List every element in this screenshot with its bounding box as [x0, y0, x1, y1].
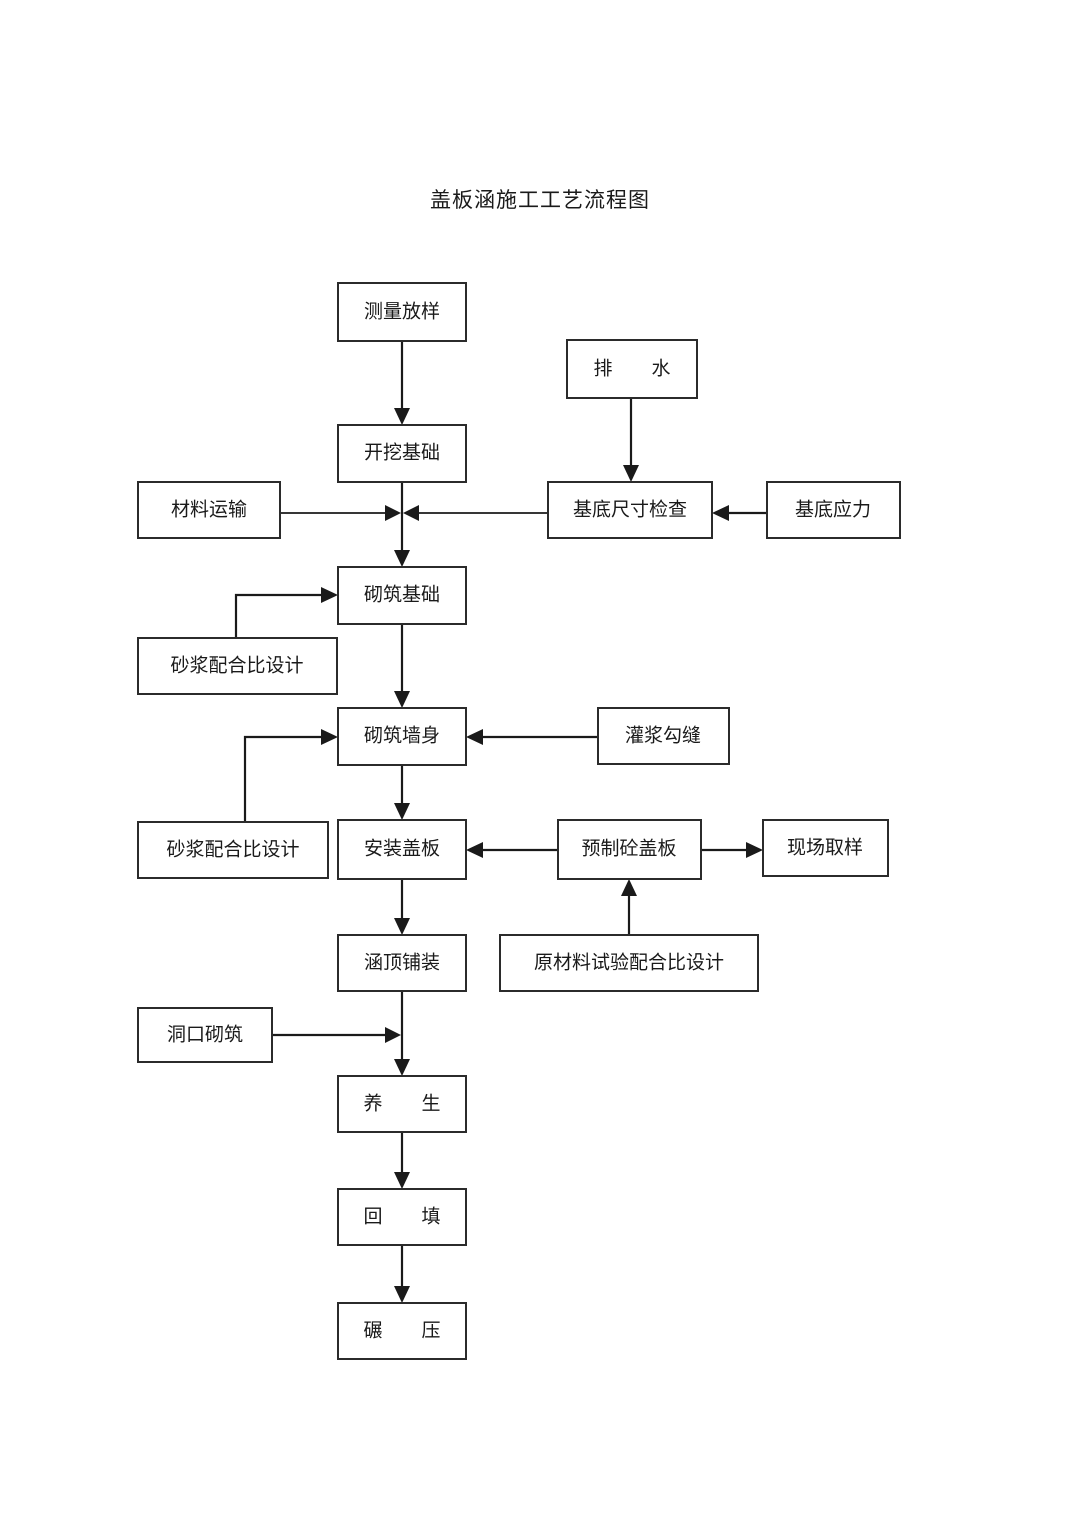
edge-guanjianggoufeng-to-qizhuqiangshen — [466, 729, 598, 745]
edge-shajiangpeihebisheji2-to-qizhuqiangshen — [243, 729, 338, 822]
node-jidichicunjiancha[interactable]: 基底尺寸检查 — [547, 481, 713, 539]
node-yangsheng[interactable]: 养 生 — [337, 1075, 467, 1133]
node-label: 基底应力 — [795, 498, 871, 520]
edge-hendingpuzhuang-to-yangsheng — [394, 991, 410, 1076]
node-paishui[interactable]: 排 水 — [566, 339, 698, 399]
node-xianchangquyang[interactable]: 现场取样 — [762, 819, 889, 877]
node-label: 开挖基础 — [364, 441, 440, 463]
node-anzhuanggaiban[interactable]: 安装盖板 — [337, 819, 467, 880]
edge-yuancailiaoshiyan-to-yuzhitonggaiban — [621, 879, 637, 935]
node-cailiaoyunshu[interactable]: 材料运输 — [137, 481, 281, 539]
node-kaiwajichu[interactable]: 开挖基础 — [337, 424, 467, 483]
node-label: 原材料试验配合比设计 — [534, 951, 724, 973]
node-label: 安装盖板 — [364, 837, 440, 859]
node-hendingpuzhuang[interactable]: 涵顶铺装 — [337, 934, 467, 992]
node-guanjianggoufeng[interactable]: 灌浆勾缝 — [597, 707, 730, 765]
node-jidiyingli[interactable]: 基底应力 — [766, 481, 901, 539]
connector-layer — [234, 341, 767, 1303]
node-label: 预制砼盖板 — [581, 837, 676, 859]
node-nianya[interactable]: 碾 压 — [337, 1302, 467, 1360]
node-huitian[interactable]: 回 填 — [337, 1188, 467, 1246]
node-label: 砌筑基础 — [364, 583, 440, 605]
node-shajiangpeihebisheji-1[interactable]: 砂浆配合比设计 — [137, 637, 338, 695]
edge-anzhuanggaiban-to-hendingpuzhuang — [394, 879, 410, 935]
node-label: 砂浆配合比设计 — [170, 654, 303, 676]
edge-kaiwajichu-to-qizhujichu — [394, 482, 410, 567]
node-ceilangfangyang[interactable]: 测量放样 — [337, 282, 467, 342]
node-label: 灌浆勾缝 — [625, 724, 701, 746]
edge-shajiangpeihebisheji-to-qizhujichu — [234, 587, 338, 638]
node-label: 养 生 — [363, 1092, 450, 1114]
node-label: 砂浆配合比设计 — [166, 838, 299, 860]
node-label: 洞口砌筑 — [167, 1023, 243, 1045]
edge-yuzhitonggaiban-to-xianchangquyang — [701, 842, 763, 858]
edge-ceilangfangyang-to-kaiwajichu — [394, 341, 410, 425]
node-yuzhitonggaiban[interactable]: 预制砼盖板 — [557, 819, 702, 880]
node-label: 碾 压 — [363, 1320, 450, 1341]
node-qizhuqiangshen[interactable]: 砌筑墙身 — [337, 707, 467, 766]
node-label: 现场取样 — [787, 836, 863, 858]
edge-yangsheng-to-huitian — [394, 1132, 410, 1189]
edge-cailiaoyunshu-to-junction — [280, 505, 401, 521]
edge-yuzhitonggaiban-to-anzhuanggaiban — [466, 842, 558, 858]
node-shajiangpeihebisheji-2[interactable]: 砂浆配合比设计 — [137, 821, 329, 879]
node-label: 基底尺寸检查 — [573, 498, 687, 520]
node-layer: 测量放样 排 水 开挖基础 材料运输 基底尺寸检查 基底应力 — [137, 282, 901, 1360]
edge-huitian-to-nianya — [394, 1245, 410, 1303]
edge-qizhujichu-to-qizhuqiangshen — [394, 624, 410, 708]
edge-paishui-to-jidichicunjiancha — [623, 398, 639, 482]
node-yuancailiaoshiyanpeihebisheji[interactable]: 原材料试验配合比设计 — [499, 934, 759, 992]
edge-jidichicunjiancha-to-junction — [403, 505, 548, 521]
edge-dongkouqizhu-to-trunk — [272, 1027, 401, 1043]
node-label: 回 填 — [363, 1205, 450, 1227]
node-qizhujichu[interactable]: 砌筑基础 — [337, 566, 467, 625]
edge-qizhuqiangshen-to-anzhuanggaiban — [394, 765, 410, 820]
node-label: 排 水 — [593, 357, 680, 379]
node-label: 材料运输 — [171, 498, 247, 520]
edge-jidiyingli-to-jidichicunjiancha — [712, 505, 767, 521]
node-label: 砌筑墙身 — [364, 724, 440, 746]
node-label: 涵顶铺装 — [364, 951, 440, 973]
page-title: 盖板涵施工工艺流程图 — [430, 188, 650, 212]
node-dongkouqizhu[interactable]: 洞口砌筑 — [137, 1007, 273, 1063]
node-label: 测量放样 — [364, 300, 440, 322]
